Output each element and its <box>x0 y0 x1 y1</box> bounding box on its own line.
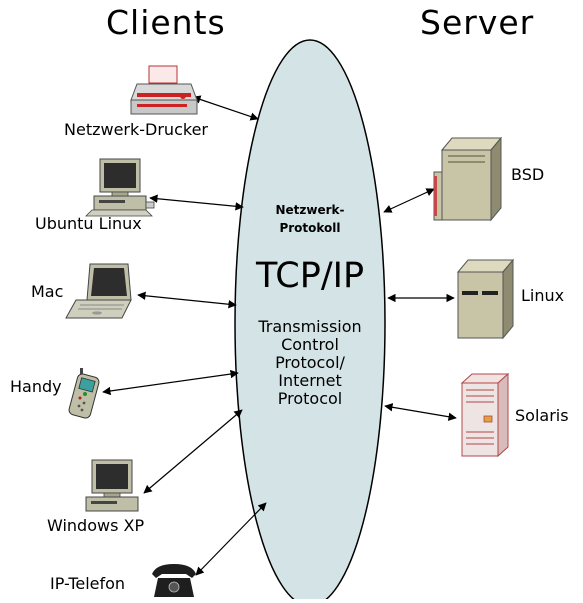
server-header: Server <box>420 3 535 42</box>
protocol-expansion-line: Control <box>281 335 339 354</box>
protocol-expansion: Transmission Control Protocol/ Internet … <box>240 318 380 408</box>
solaris-server-icon <box>460 372 510 458</box>
client-label-mac: Mac <box>31 282 64 301</box>
windowsxp-desktop-icon <box>85 459 139 512</box>
client-label-ubuntu: Ubuntu Linux <box>35 214 142 233</box>
protocol-expansion-line: Protocol <box>277 389 343 408</box>
client-label-windowsxp: Windows XP <box>47 516 145 535</box>
arrow-ipphone <box>195 502 267 576</box>
arrow-handy <box>102 369 239 396</box>
ubuntu-desktop-icon <box>85 158 155 217</box>
telephone-icon <box>152 564 196 597</box>
server-label-solaris: Solaris <box>515 406 569 425</box>
linux-server-icon <box>456 258 515 340</box>
server-label-bsd: BSD <box>511 165 545 184</box>
arrow-ubuntu <box>149 194 244 211</box>
arrow-windowsxp <box>143 409 243 494</box>
mobile-phone-icon <box>68 368 100 419</box>
printer-icon <box>130 65 198 115</box>
bsd-server-icon <box>433 136 503 222</box>
mac-laptop-icon <box>65 263 132 319</box>
client-label-ipphone: IP-Telefon <box>50 574 126 593</box>
arrow-bsd <box>383 188 435 213</box>
arrow-solaris <box>384 403 457 421</box>
network-protocol-heading: Netzwerk- Protokoll <box>245 201 375 237</box>
clients-header: Clients <box>106 3 226 42</box>
network-protocol-line1: Netzwerk- <box>275 203 345 217</box>
server-label-linux: Linux <box>521 286 565 305</box>
protocol-expansion-line: Protocol/ <box>275 353 345 372</box>
protocol-ellipse <box>234 39 386 603</box>
arrow-mac <box>137 291 237 309</box>
client-label-printer: Netzwerk-Drucker <box>64 120 208 139</box>
protocol-expansion-line: Internet <box>278 371 342 390</box>
network-protocol-line2: Protokoll <box>279 221 341 235</box>
arrow-printer <box>192 95 259 121</box>
protocol-name: TCP/IP <box>255 256 365 296</box>
protocol-expansion-line: Transmission <box>258 317 362 336</box>
client-label-handy: Handy <box>10 377 62 396</box>
